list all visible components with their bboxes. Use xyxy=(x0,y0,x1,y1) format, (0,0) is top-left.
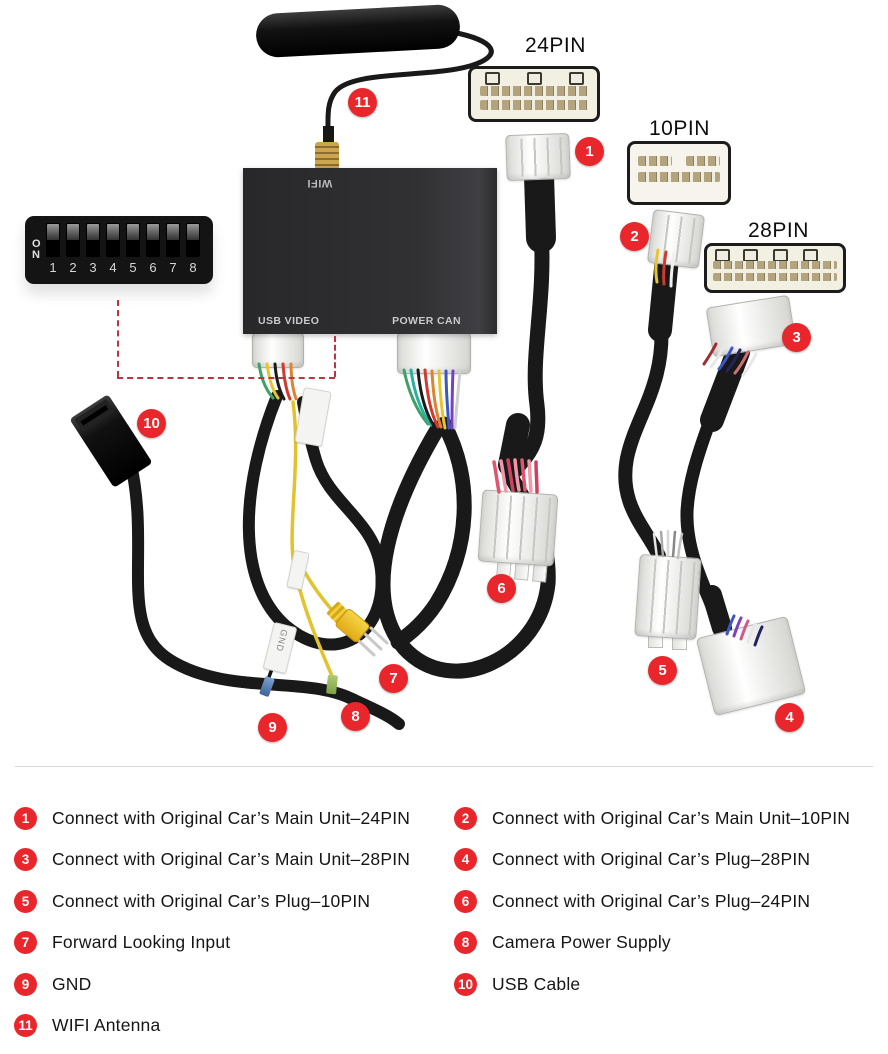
camera-power-wire-tip xyxy=(326,674,338,695)
legend-badge-8: 8 xyxy=(454,931,477,954)
cable-sleeve-label xyxy=(286,549,310,591)
legend-label-10: USB Cable xyxy=(492,974,581,994)
28pin-socket xyxy=(704,243,846,293)
dip-switch-lever xyxy=(146,223,160,257)
dip-number: 2 xyxy=(69,260,77,275)
legend-item-1: 1 Connect with Original Car’s Main Unit–… xyxy=(14,807,410,830)
legend-badge-2: 2 xyxy=(454,807,477,830)
legend-badge-3: 3 xyxy=(14,848,37,871)
legend-divider xyxy=(15,766,873,767)
legend-badge-4: 4 xyxy=(454,848,477,871)
legend-label-6: Connect with Original Car’s Plug–24PIN xyxy=(492,891,811,911)
dip-number: 7 xyxy=(169,260,177,275)
24pin-socket xyxy=(468,66,600,122)
dip-switch-lever xyxy=(126,223,140,257)
usb-female-connector xyxy=(69,394,153,488)
legend-label-8: Camera Power Supply xyxy=(492,932,671,952)
legend-label-2: Connect with Original Car’s Main Unit–10… xyxy=(492,808,851,828)
box-power-can-label: POWER CAN xyxy=(392,315,461,327)
legend-item-10: 10 USB Cable xyxy=(454,973,580,996)
legend-label-4: Connect with Original Car’s Plug–28PIN xyxy=(492,849,811,869)
dip-switch-lever xyxy=(46,223,60,257)
10pin-socket xyxy=(627,141,731,205)
dip-locator-line xyxy=(117,300,119,377)
plug-3-main-unit-28pin xyxy=(705,294,797,358)
dip-switch: ON 1 2 3 4 5 6 7 8 xyxy=(25,216,213,284)
legend-badge-7: 7 xyxy=(14,931,37,954)
dip-number: 6 xyxy=(149,260,157,275)
plug-1-main-unit-24pin xyxy=(505,132,571,182)
usb-video-plug xyxy=(252,332,304,368)
legend-label-11: WIFI Antenna xyxy=(52,1015,161,1035)
legend-item-8: 8 Camera Power Supply xyxy=(454,931,671,954)
dip-switch-lever xyxy=(66,223,80,257)
marker-6: 6 xyxy=(487,574,516,603)
box-usb-video-label: USB VIDEO xyxy=(258,315,320,327)
plug-2-main-unit-10pin xyxy=(646,209,706,269)
dip-locator-line xyxy=(334,336,336,377)
dip-switch-lever xyxy=(86,223,100,257)
label-28pin: 28PIN xyxy=(748,219,809,242)
legend-label-1: Connect with Original Car’s Main Unit–24… xyxy=(52,808,411,828)
dip-number: 4 xyxy=(109,260,117,275)
gnd-wire-label: GND xyxy=(262,621,298,675)
box-wifi-label: WIFI xyxy=(307,177,333,189)
cable-sleeve-label xyxy=(294,386,332,448)
label-10pin: 10PIN xyxy=(649,117,710,140)
legend-item-3: 3 Connect with Original Car’s Main Unit–… xyxy=(14,848,410,871)
plug-4-car-plug-28pin xyxy=(695,615,807,717)
plug-6-car-plug-24pin xyxy=(477,489,559,567)
sma-connector-stub xyxy=(323,126,334,146)
legend-item-11: 11 WIFI Antenna xyxy=(14,1014,160,1037)
gnd-wire-tip xyxy=(259,675,275,698)
dip-number: 3 xyxy=(89,260,97,275)
marker-2: 2 xyxy=(620,222,649,251)
dip-switch-lever xyxy=(186,223,200,257)
legend-item-2: 2 Connect with Original Car’s Main Unit–… xyxy=(454,807,850,830)
plug-5-car-plug-10pin xyxy=(634,553,702,641)
legend-item-5: 5 Connect with Original Car’s Plug–10PIN xyxy=(14,890,370,913)
legend-badge-11: 11 xyxy=(14,1014,37,1037)
marker-10: 10 xyxy=(137,409,166,438)
dip-number: 1 xyxy=(49,260,57,275)
legend-item-7: 7 Forward Looking Input xyxy=(14,931,230,954)
dip-number: 8 xyxy=(189,260,197,275)
legend-label-3: Connect with Original Car’s Main Unit–28… xyxy=(52,849,411,869)
legend-label-7: Forward Looking Input xyxy=(52,932,231,952)
dip-on-label: ON xyxy=(32,238,41,261)
label-24pin: 24PIN xyxy=(525,34,586,57)
legend-item-9: 9 GND xyxy=(14,973,92,996)
dip-switch-lever xyxy=(106,223,120,257)
marker-9: 9 xyxy=(258,713,287,742)
dip-number: 5 xyxy=(129,260,137,275)
marker-11: 11 xyxy=(348,88,377,117)
legend-badge-10: 10 xyxy=(454,973,477,996)
marker-5: 5 xyxy=(648,656,677,685)
marker-4: 4 xyxy=(775,703,804,732)
legend-label-9: GND xyxy=(52,974,92,994)
legend-label-5: Connect with Original Car’s Plug–10PIN xyxy=(52,891,371,911)
legend-badge-5: 5 xyxy=(14,890,37,913)
decoder-box: WIFI USB VIDEO POWER CAN xyxy=(243,168,497,334)
dip-switch-lever xyxy=(166,223,180,257)
legend-item-6: 6 Connect with Original Car’s Plug–24PIN xyxy=(454,890,810,913)
marker-1: 1 xyxy=(575,137,604,166)
power-can-plug xyxy=(397,332,471,374)
wifi-antenna-bar xyxy=(254,3,462,59)
legend-badge-6: 6 xyxy=(454,890,477,913)
marker-8: 8 xyxy=(341,702,370,731)
marker-3: 3 xyxy=(782,323,811,352)
sma-gold-connector xyxy=(315,142,339,170)
legend-badge-1: 1 xyxy=(14,807,37,830)
legend-badge-9: 9 xyxy=(14,973,37,996)
dip-locator-line xyxy=(117,377,335,379)
legend-item-4: 4 Connect with Original Car’s Plug–28PIN xyxy=(454,848,810,871)
marker-7: 7 xyxy=(379,664,408,693)
